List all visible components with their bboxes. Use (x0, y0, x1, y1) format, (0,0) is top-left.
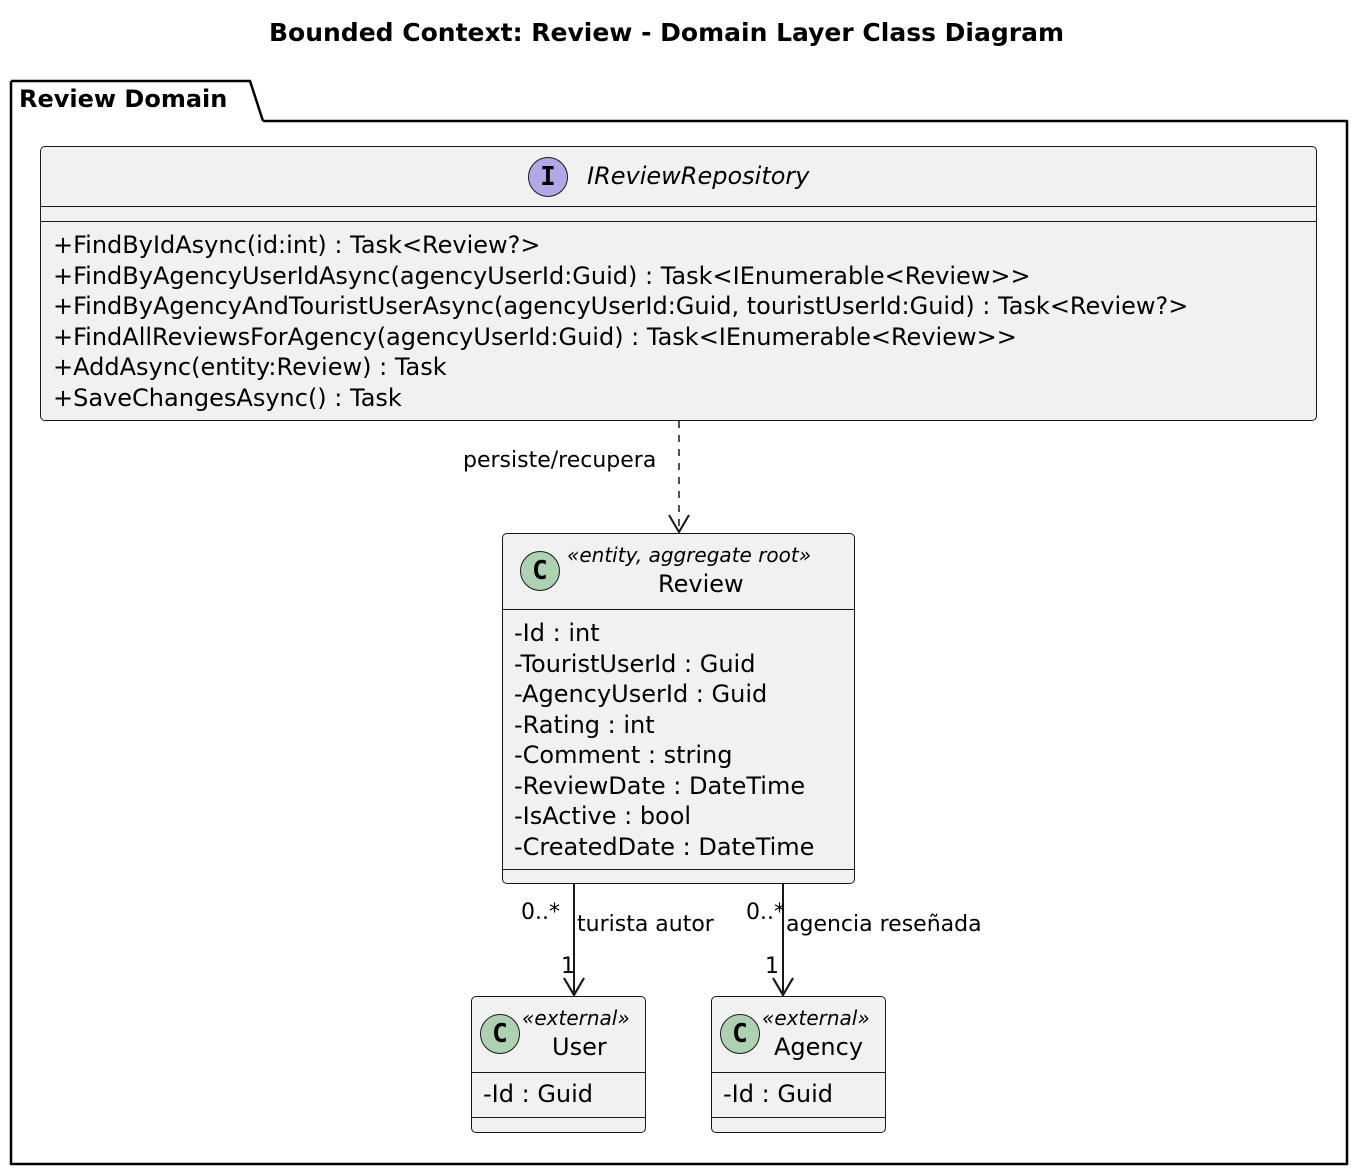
field-item: -CreatedDate : DateTime (514, 832, 815, 861)
dependency-label: persiste/recupera (463, 448, 657, 473)
field-item: -Comment : string (514, 741, 733, 769)
field-item: -Id : Guid (723, 1080, 834, 1108)
class-icon: C (520, 551, 560, 591)
field-item: -Rating : int (514, 710, 655, 739)
method-item: +FindAllReviewsForAgency(agencyUserId:Gu… (53, 322, 1017, 351)
method-item: +FindByAgencyUserIdAsync(agencyUserId:Gu… (53, 261, 1031, 290)
field-item: -Id : int (514, 619, 600, 647)
class-icon: C (480, 1014, 520, 1054)
user-stereotype: «external» (522, 1006, 630, 1030)
field-item: -TouristUserId : Guid (514, 649, 756, 678)
user-class[interactable]: C «external» User -Id : Guid (471, 996, 646, 1133)
agency-class[interactable]: C «external» Agency -Id : Guid (711, 996, 886, 1133)
user-source-multiplicity: 0..* (521, 900, 560, 925)
association-user-arrowhead (563, 977, 585, 998)
method-item: +FindByIdAsync(id:int) : Task<Review?> (53, 231, 541, 259)
agency-target-multiplicity: 1 (765, 954, 779, 979)
association-agency-arrowhead (772, 977, 794, 998)
field-item: -Id : Guid (483, 1080, 594, 1108)
field-list: -Id : Guid (712, 1072, 885, 1117)
review-stereotype: «entity, aggregate root» (567, 543, 812, 567)
user-association-label: turista autor (577, 912, 714, 937)
agency-class-name: Agency (774, 1033, 864, 1061)
class-icon: C (720, 1014, 760, 1054)
review-class-name: Review (658, 570, 744, 598)
agency-stereotype: «external» (762, 1006, 870, 1030)
dependency-arrowhead (668, 514, 690, 534)
package-name: Review Domain (19, 85, 228, 113)
field-list: -Id : Guid (472, 1072, 645, 1117)
method-item: +FindByAgencyAndTouristUserAsync(agencyU… (53, 292, 1189, 320)
diagram-title: Bounded Context: Review - Domain Layer C… (268, 18, 1064, 47)
field-item: -AgencyUserId : Guid (514, 680, 768, 708)
method-item: +SaveChangesAsync() : Task (53, 383, 402, 412)
review-class[interactable]: C «entity, aggregate root» Review -Id : … (502, 533, 855, 884)
user-class-name: User (552, 1033, 607, 1061)
method-item: +AddAsync(entity:Review) : Task (53, 353, 447, 381)
user-target-multiplicity: 1 (561, 954, 575, 979)
field-list: -Id : int -TouristUserId : Guid -AgencyU… (503, 609, 854, 869)
field-item: -IsActive : bool (514, 802, 692, 830)
method-list: +FindByIdAsync(id:int) : Task<Review?> +… (41, 221, 1316, 413)
agency-association-label: agencia reseñada (786, 912, 982, 937)
package-outline (11, 79, 265, 122)
interface-icon: I (528, 157, 568, 197)
ireviewrepository-interface[interactable]: I IReviewRepository +FindByIdAsync(id:in… (40, 146, 1317, 421)
field-item: -ReviewDate : DateTime (514, 771, 806, 800)
interface-name: IReviewRepository (587, 162, 810, 190)
agency-source-multiplicity: 0..* (746, 900, 785, 925)
